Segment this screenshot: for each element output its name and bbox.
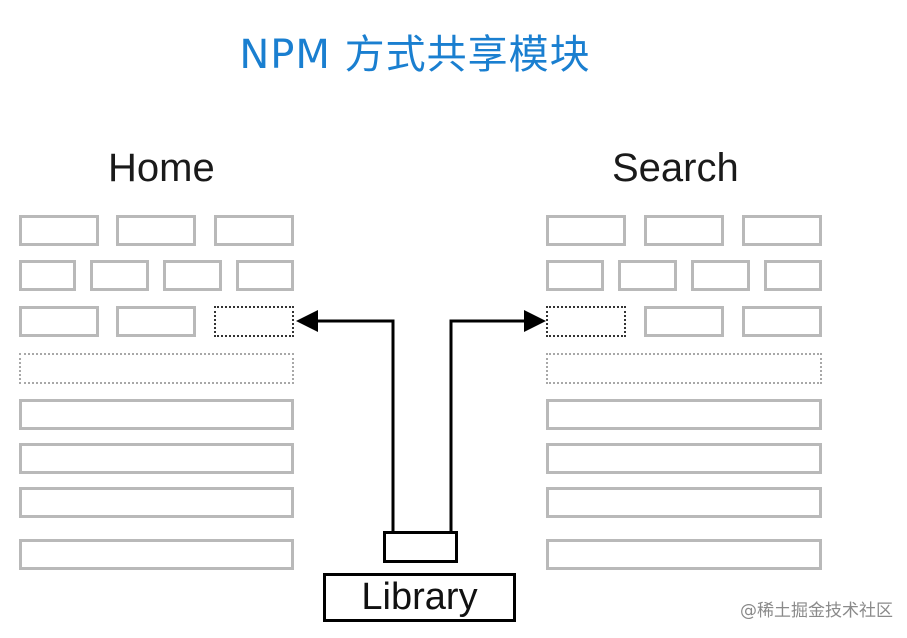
connector-to-search — [449, 319, 526, 533]
home-row — [19, 443, 294, 474]
search-block — [742, 215, 822, 246]
home-row — [19, 487, 294, 518]
search-placeholder-row — [546, 353, 822, 384]
home-block — [19, 260, 76, 291]
home-row — [19, 539, 294, 570]
home-block — [19, 306, 99, 337]
home-block — [214, 215, 294, 246]
home-shared-slot — [214, 306, 294, 337]
watermark: @稀土掘金技术社区 — [740, 601, 893, 621]
diagram-title: NPM 方式共享模块 — [239, 32, 591, 78]
home-block — [90, 260, 149, 291]
connector-to-home — [318, 319, 395, 533]
home-block — [163, 260, 222, 291]
home-block — [116, 215, 196, 246]
search-block — [644, 306, 724, 337]
search-block — [644, 215, 724, 246]
search-block — [546, 215, 626, 246]
search-block — [546, 260, 604, 291]
search-row — [546, 487, 822, 518]
library-label: Library — [361, 576, 478, 618]
search-block — [764, 260, 822, 291]
home-block — [19, 215, 99, 246]
search-row — [546, 399, 822, 430]
arrowhead-search — [524, 310, 546, 332]
search-row — [546, 443, 822, 474]
home-placeholder-row — [19, 353, 294, 384]
library-box: Library — [323, 573, 516, 622]
home-block — [116, 306, 196, 337]
search-shared-slot — [546, 306, 626, 337]
home-label: Home — [108, 146, 215, 190]
library-connector-block — [383, 531, 458, 563]
home-block — [236, 260, 294, 291]
search-row — [546, 539, 822, 570]
home-row — [19, 399, 294, 430]
search-label: Search — [612, 146, 739, 190]
arrowhead-home — [296, 310, 318, 332]
search-block — [691, 260, 750, 291]
search-block — [742, 306, 822, 337]
search-block — [618, 260, 677, 291]
